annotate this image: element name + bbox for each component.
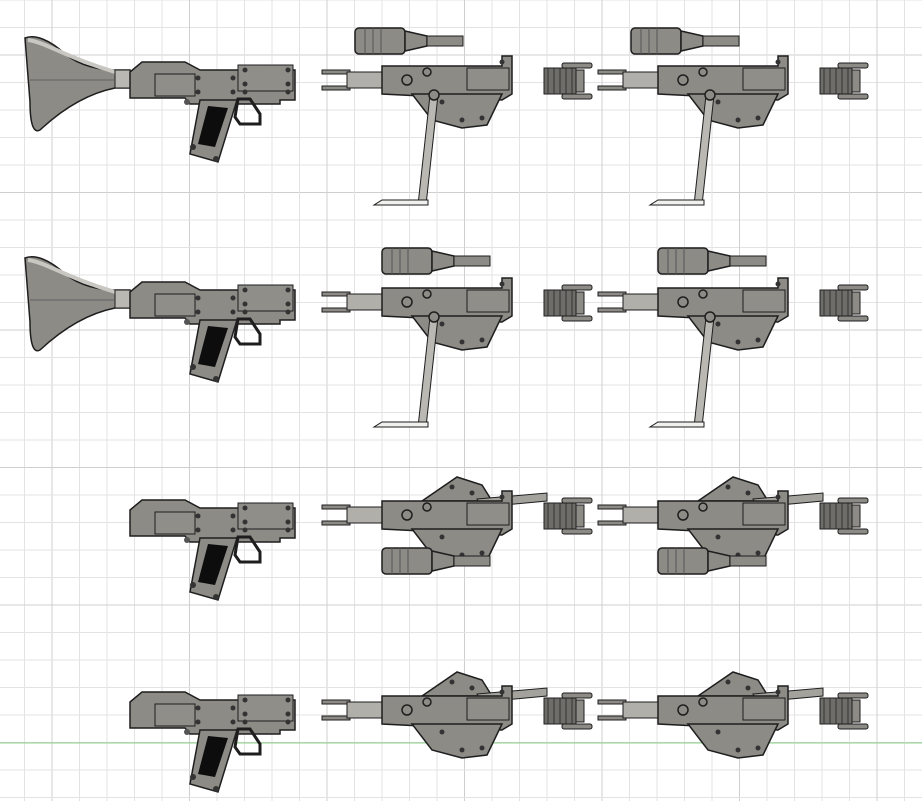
stock-receiver-with-buttstock-2[interactable] [23,254,297,384]
rifle-with-underslung-scope-3a[interactable] [321,476,593,575]
rifle-with-underslung-scope-3b[interactable] [597,476,869,575]
rifle-plain-4b[interactable] [597,671,869,759]
stock-receiver-with-buttstock-1[interactable] [23,34,297,164]
rifle-plain-4a[interactable] [321,671,593,759]
